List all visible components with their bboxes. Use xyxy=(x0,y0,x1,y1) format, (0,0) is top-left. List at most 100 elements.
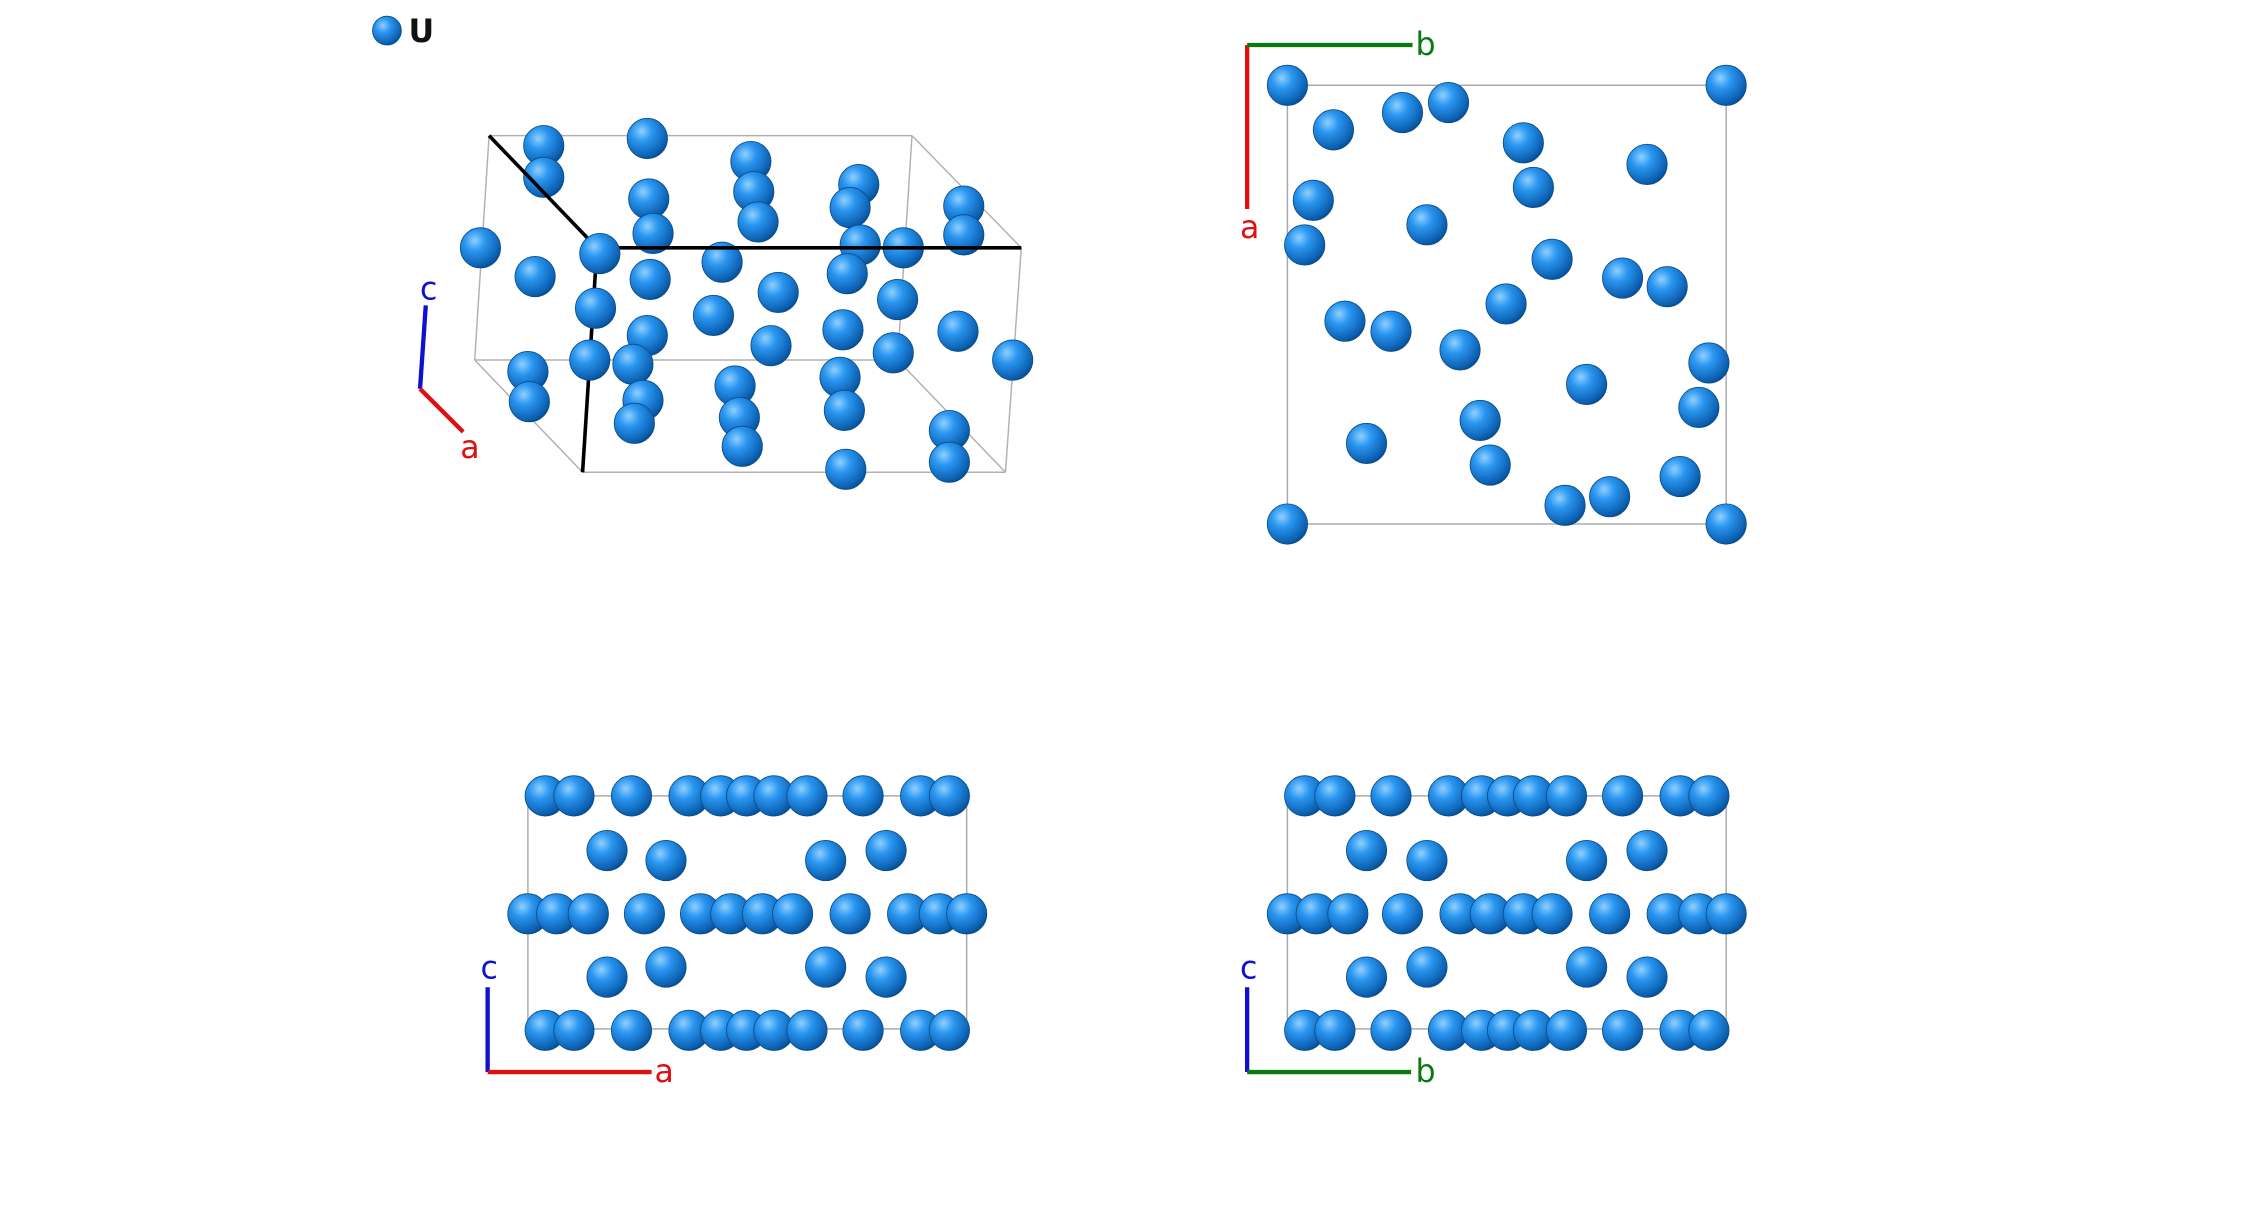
uranium-atom xyxy=(842,1009,884,1051)
uranium-atom xyxy=(1589,476,1631,518)
uranium-atom xyxy=(1381,92,1424,134)
uranium-atom xyxy=(459,227,502,269)
uranium-atom xyxy=(1427,81,1470,124)
uranium-atom xyxy=(610,1009,653,1051)
uranium-atom xyxy=(1370,775,1412,817)
axis-label-c: c xyxy=(480,951,497,987)
uranium-atom xyxy=(757,271,799,313)
uranium-atom xyxy=(1406,946,1448,988)
axis-triad-front: c a xyxy=(480,951,673,1091)
uranium-atom xyxy=(1602,775,1644,817)
uranium-atom xyxy=(1314,775,1356,817)
uranium-atom xyxy=(877,279,919,321)
uranium-atom xyxy=(872,332,914,374)
legend-atom-marker xyxy=(372,15,402,46)
uranium-atom xyxy=(1705,893,1747,935)
uranium-atom xyxy=(1659,455,1701,498)
uranium-atom xyxy=(523,156,565,198)
uranium-atom xyxy=(829,186,871,229)
uranium-atom xyxy=(628,178,670,220)
side-view-bc: c b xyxy=(1240,775,1747,1091)
uranium-atom xyxy=(1406,840,1448,882)
uranium-atom xyxy=(865,829,907,872)
uranium-atom xyxy=(826,253,868,295)
uranium-atom xyxy=(1545,775,1588,817)
uranium-atom xyxy=(1626,956,1668,998)
uranium-atom xyxy=(1688,342,1730,384)
uranium-atom xyxy=(1327,893,1369,935)
axis-label-c: c xyxy=(420,272,437,308)
uranium-atom xyxy=(943,214,985,256)
uranium-atom xyxy=(1566,363,1608,406)
uranium-atom xyxy=(574,287,617,329)
uranium-atom xyxy=(567,893,609,935)
uranium-atom xyxy=(1345,956,1388,998)
uranium-atom xyxy=(1646,266,1688,308)
uranium-atom xyxy=(823,389,865,431)
uranium-atom xyxy=(645,840,687,882)
uranium-atom xyxy=(1705,64,1747,106)
uranium-atom xyxy=(1370,1009,1412,1051)
atoms xyxy=(507,775,988,1051)
uranium-atom xyxy=(786,1009,828,1051)
uranium-atom xyxy=(569,339,611,381)
uranium-atom xyxy=(737,201,779,243)
uranium-atom xyxy=(1324,300,1366,342)
uranium-atom xyxy=(586,956,628,998)
uranium-atom xyxy=(1459,399,1501,442)
uranium-atom xyxy=(1312,109,1355,151)
uranium-atom xyxy=(1531,238,1573,280)
uranium-atom xyxy=(514,256,556,298)
atoms-back xyxy=(459,117,1034,381)
uranium-atom xyxy=(1705,503,1747,545)
uranium-atom xyxy=(612,343,654,385)
uranium-atom xyxy=(1345,829,1388,872)
uranium-atom xyxy=(992,339,1034,381)
uranium-atom xyxy=(825,448,867,490)
uranium-atom xyxy=(805,840,847,882)
uranium-atom xyxy=(1602,1009,1644,1051)
uranium-atom xyxy=(1512,166,1554,208)
uranium-atom xyxy=(1545,1009,1588,1051)
uranium-atom xyxy=(1688,775,1730,817)
uranium-atom xyxy=(1531,893,1573,935)
uranium-atom xyxy=(610,775,653,817)
uranium-atom xyxy=(701,241,743,283)
uranium-atom xyxy=(1266,64,1308,106)
uranium-atom xyxy=(623,893,666,935)
uranium-atom xyxy=(928,775,970,817)
uranium-atom xyxy=(786,775,828,817)
uranium-atom xyxy=(946,893,988,935)
uranium-atom xyxy=(1439,329,1481,371)
uranium-atom xyxy=(1626,143,1668,185)
uranium-atom xyxy=(645,946,687,988)
uranium-atom xyxy=(865,956,907,998)
uranium-atom xyxy=(1589,893,1631,935)
top-view-ab: a b xyxy=(1240,27,1747,545)
uranium-atom xyxy=(1381,893,1424,935)
axis-label-a: a xyxy=(655,1054,674,1090)
uranium-atom xyxy=(1566,946,1608,988)
atoms xyxy=(1266,64,1747,545)
axis-triad-side: c b xyxy=(1240,951,1436,1091)
axis-label-a: a xyxy=(1240,210,1259,246)
uranium-atom xyxy=(842,775,884,817)
uranium-atom xyxy=(632,212,674,255)
uranium-atom xyxy=(805,946,847,988)
uranium-atom xyxy=(1678,386,1720,429)
unit-cell-outline xyxy=(1286,84,1727,525)
uranium-atom xyxy=(1406,204,1448,246)
atoms-front xyxy=(507,233,970,490)
axis-label-b: b xyxy=(1415,27,1435,63)
uranium-atom xyxy=(822,309,864,351)
perspective-view: c a xyxy=(417,117,1034,490)
uranium-atom xyxy=(1626,829,1668,872)
uranium-atom xyxy=(1345,422,1388,465)
uranium-atom xyxy=(1566,840,1608,882)
atoms xyxy=(1266,775,1747,1051)
uranium-atom xyxy=(928,441,970,483)
uranium-atom xyxy=(928,1009,970,1051)
uranium-atom xyxy=(626,117,668,160)
uranium-atom xyxy=(629,258,671,301)
axis-triad-perspective: c a xyxy=(417,272,480,466)
